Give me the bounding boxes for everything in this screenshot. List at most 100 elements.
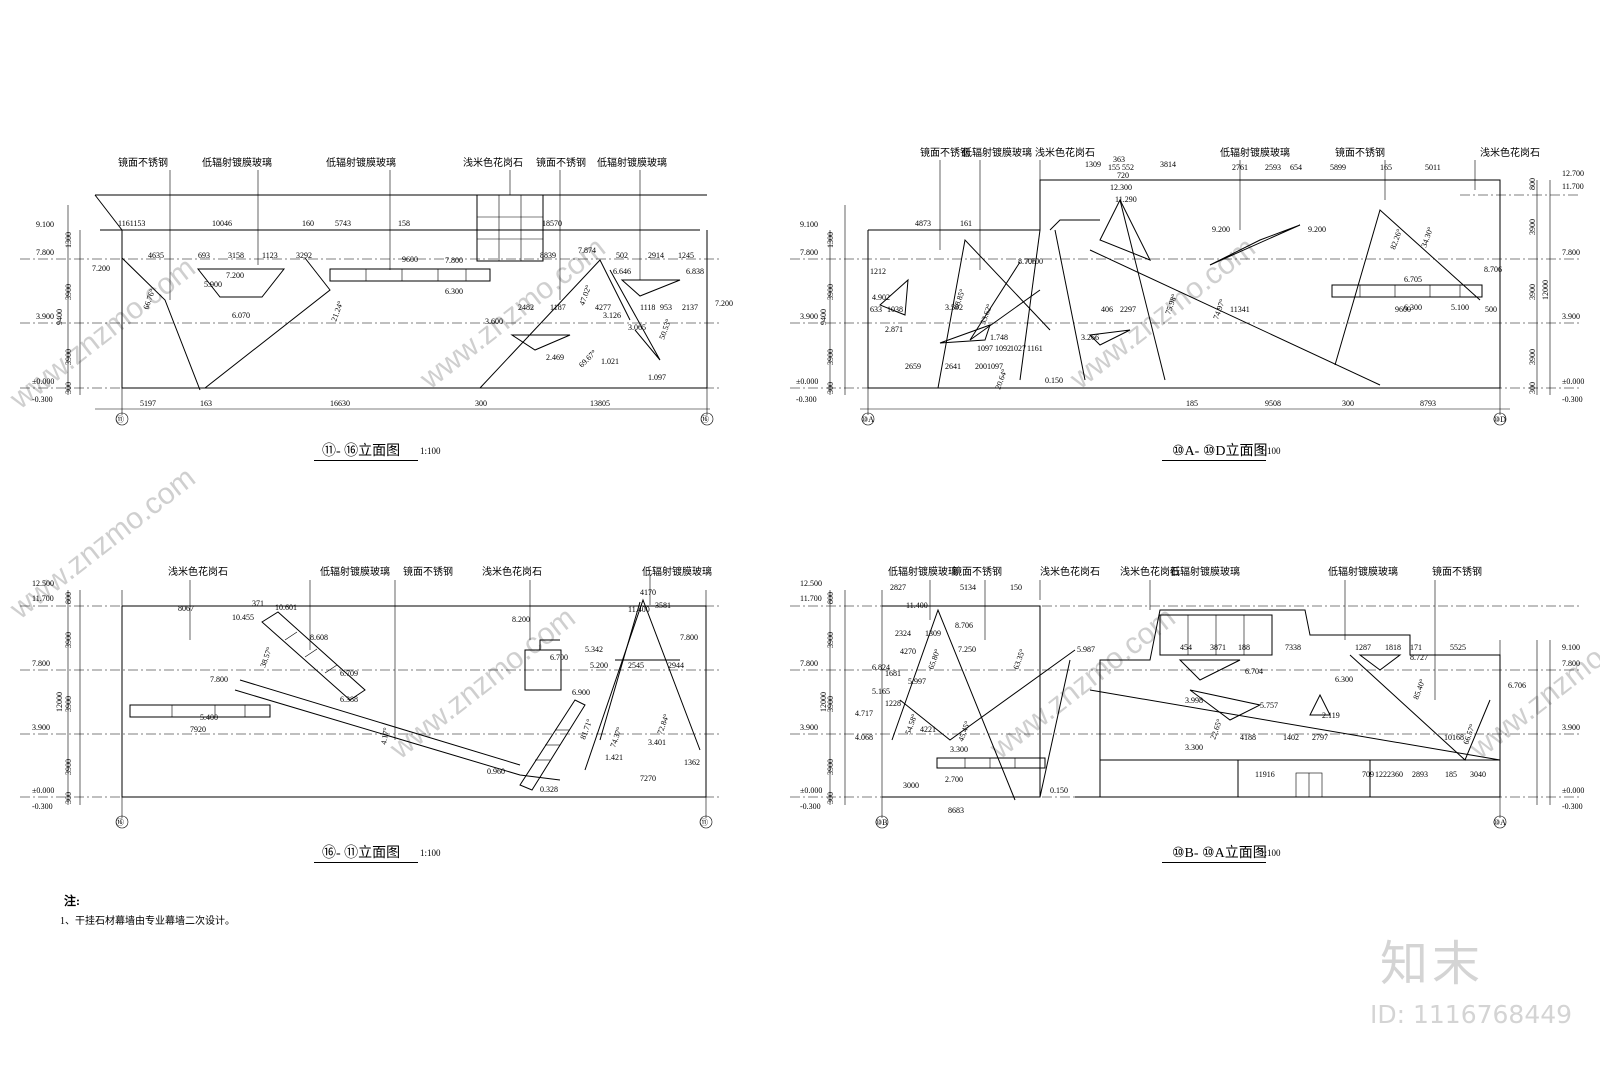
elev-mark: 12.300	[1110, 183, 1132, 192]
elev-mark: 6.700	[550, 653, 568, 662]
dim: 1818	[1385, 643, 1401, 652]
elevation-1: 镜面不锈钢 低辐射镀膜玻璃 低辐射镀膜玻璃 浅米色花岗石 镜面不锈钢 低辐射镀膜…	[20, 156, 733, 426]
dim: 5743	[335, 219, 351, 228]
elev-mark: 2.871	[885, 325, 903, 334]
dim: 500	[1485, 305, 1497, 314]
title-underline	[314, 460, 418, 461]
dim: 3900	[1528, 219, 1537, 235]
dim: 1287	[1355, 643, 1371, 652]
dim: 4270	[900, 647, 916, 656]
watermark-text: www.znzmo.com	[3, 251, 201, 416]
dim: 4277	[595, 303, 611, 312]
dim: 10168	[1444, 733, 1464, 742]
dim: 300	[475, 399, 487, 408]
elev-mark: 7.250	[958, 645, 976, 654]
dim: 4873	[915, 219, 931, 228]
material-label: 镜面不锈钢	[920, 146, 970, 159]
axis-label: ⑩A	[1493, 818, 1506, 827]
elev-mark: 7.800	[445, 256, 463, 265]
dim: 185	[1186, 399, 1198, 408]
elev-mark: 3.300	[950, 745, 968, 754]
dim: 13805	[590, 399, 610, 408]
dim: 3900	[826, 632, 835, 648]
axis-label: ⑪	[700, 818, 708, 827]
level-mark: ±0.000	[1562, 786, 1584, 795]
elev-mark: 4.902	[872, 293, 890, 302]
dim: 9400	[55, 309, 64, 325]
dim: 4221	[920, 725, 936, 734]
dim: 2659	[905, 362, 921, 371]
angle-mark: 38.57°	[258, 646, 274, 669]
axis-label: ⑩B	[875, 818, 888, 827]
material-label: 低辐射镀膜玻璃	[888, 565, 958, 578]
level-mark: 9.100	[36, 220, 54, 229]
angle-mark: 47.02°	[577, 284, 593, 307]
elev-mark: 6.300	[445, 287, 463, 296]
elev-mark: 4.717	[855, 709, 873, 718]
elev-mark: 0.150	[1050, 786, 1068, 795]
elev-mark: 3.401	[648, 738, 666, 747]
material-label: 浅米色花岗石	[482, 565, 542, 578]
angle-mark: 63.35°	[1011, 648, 1027, 671]
elev-mark: 3.998	[1185, 696, 1203, 705]
axis-label: ⑯	[701, 415, 709, 424]
watermark-text: www.znzmo.com	[413, 231, 611, 396]
dim: 9400	[819, 309, 828, 325]
notes-heading: 注:	[64, 894, 80, 908]
dim: 3900	[64, 284, 73, 300]
dim: 8793	[1420, 399, 1436, 408]
drawing-scale: 1:100	[420, 446, 441, 456]
dim: 3900	[826, 349, 835, 365]
level-mark: 7.800	[1562, 659, 1580, 668]
elev-mark: 7.800	[680, 633, 698, 642]
level-mark: 3.900	[1562, 312, 1580, 321]
level-mark: 7.800	[800, 248, 818, 257]
dim: 2482	[518, 303, 534, 312]
brand-watermark: 知末	[1380, 936, 1485, 992]
dim: 4170	[640, 588, 656, 597]
dim: 163	[200, 399, 212, 408]
level-mark: 3.900	[800, 723, 818, 732]
dim: 363	[1113, 155, 1125, 164]
dim: 1309	[1085, 160, 1101, 169]
material-label: 低辐射镀膜玻璃	[962, 146, 1032, 159]
material-label: 浅米色花岗石	[1035, 146, 1095, 159]
angle-mark: 72.84°	[655, 713, 671, 736]
dim: 165	[1380, 163, 1392, 172]
watermark-text: www.znzmo.com	[983, 601, 1181, 766]
dim: 185	[1445, 770, 1457, 779]
dim: 1027	[1010, 344, 1026, 353]
drawing-title: ⑩B- ⑩A立面图	[1172, 846, 1267, 861]
dim: 502	[616, 251, 628, 260]
dim: 11341	[1230, 305, 1250, 314]
title-underline	[1162, 460, 1266, 461]
note-item: 1、干挂石材幕墙由专业幕墙二次设计。	[60, 916, 235, 927]
material-label: 低辐射镀膜玻璃	[642, 565, 712, 578]
level-mark: 11.700	[32, 594, 54, 603]
dim: 1187	[550, 303, 566, 312]
dim: 3900	[64, 759, 73, 775]
angle-mark: 85.40°	[1411, 678, 1427, 701]
level-mark: 7.800	[800, 659, 818, 668]
elev-mark: 10.601	[275, 603, 297, 612]
dim: 3900	[1528, 349, 1537, 365]
dim: 5197	[140, 399, 156, 408]
dim: 800	[1528, 178, 1537, 190]
dim: 300	[64, 792, 73, 804]
dim: 3900	[64, 696, 73, 712]
dim: 3900	[826, 696, 835, 712]
dim: 709	[1362, 770, 1374, 779]
dim: 1212	[870, 267, 886, 276]
elev-mark: 8.706	[1018, 257, 1036, 266]
elev-mark: 7.874	[578, 246, 596, 255]
dim: 12000	[1541, 280, 1550, 300]
level-mark: 11.700	[1562, 182, 1584, 191]
dim: 3000	[903, 781, 919, 790]
material-label: 镜面不锈钢	[1432, 565, 1482, 578]
dim: 1161153	[118, 219, 145, 228]
dim: 9508	[1265, 399, 1281, 408]
elev-mark: 3.592	[945, 303, 963, 312]
dim: 800	[64, 592, 73, 604]
material-label: 浅米色花岗石	[1480, 146, 1540, 159]
